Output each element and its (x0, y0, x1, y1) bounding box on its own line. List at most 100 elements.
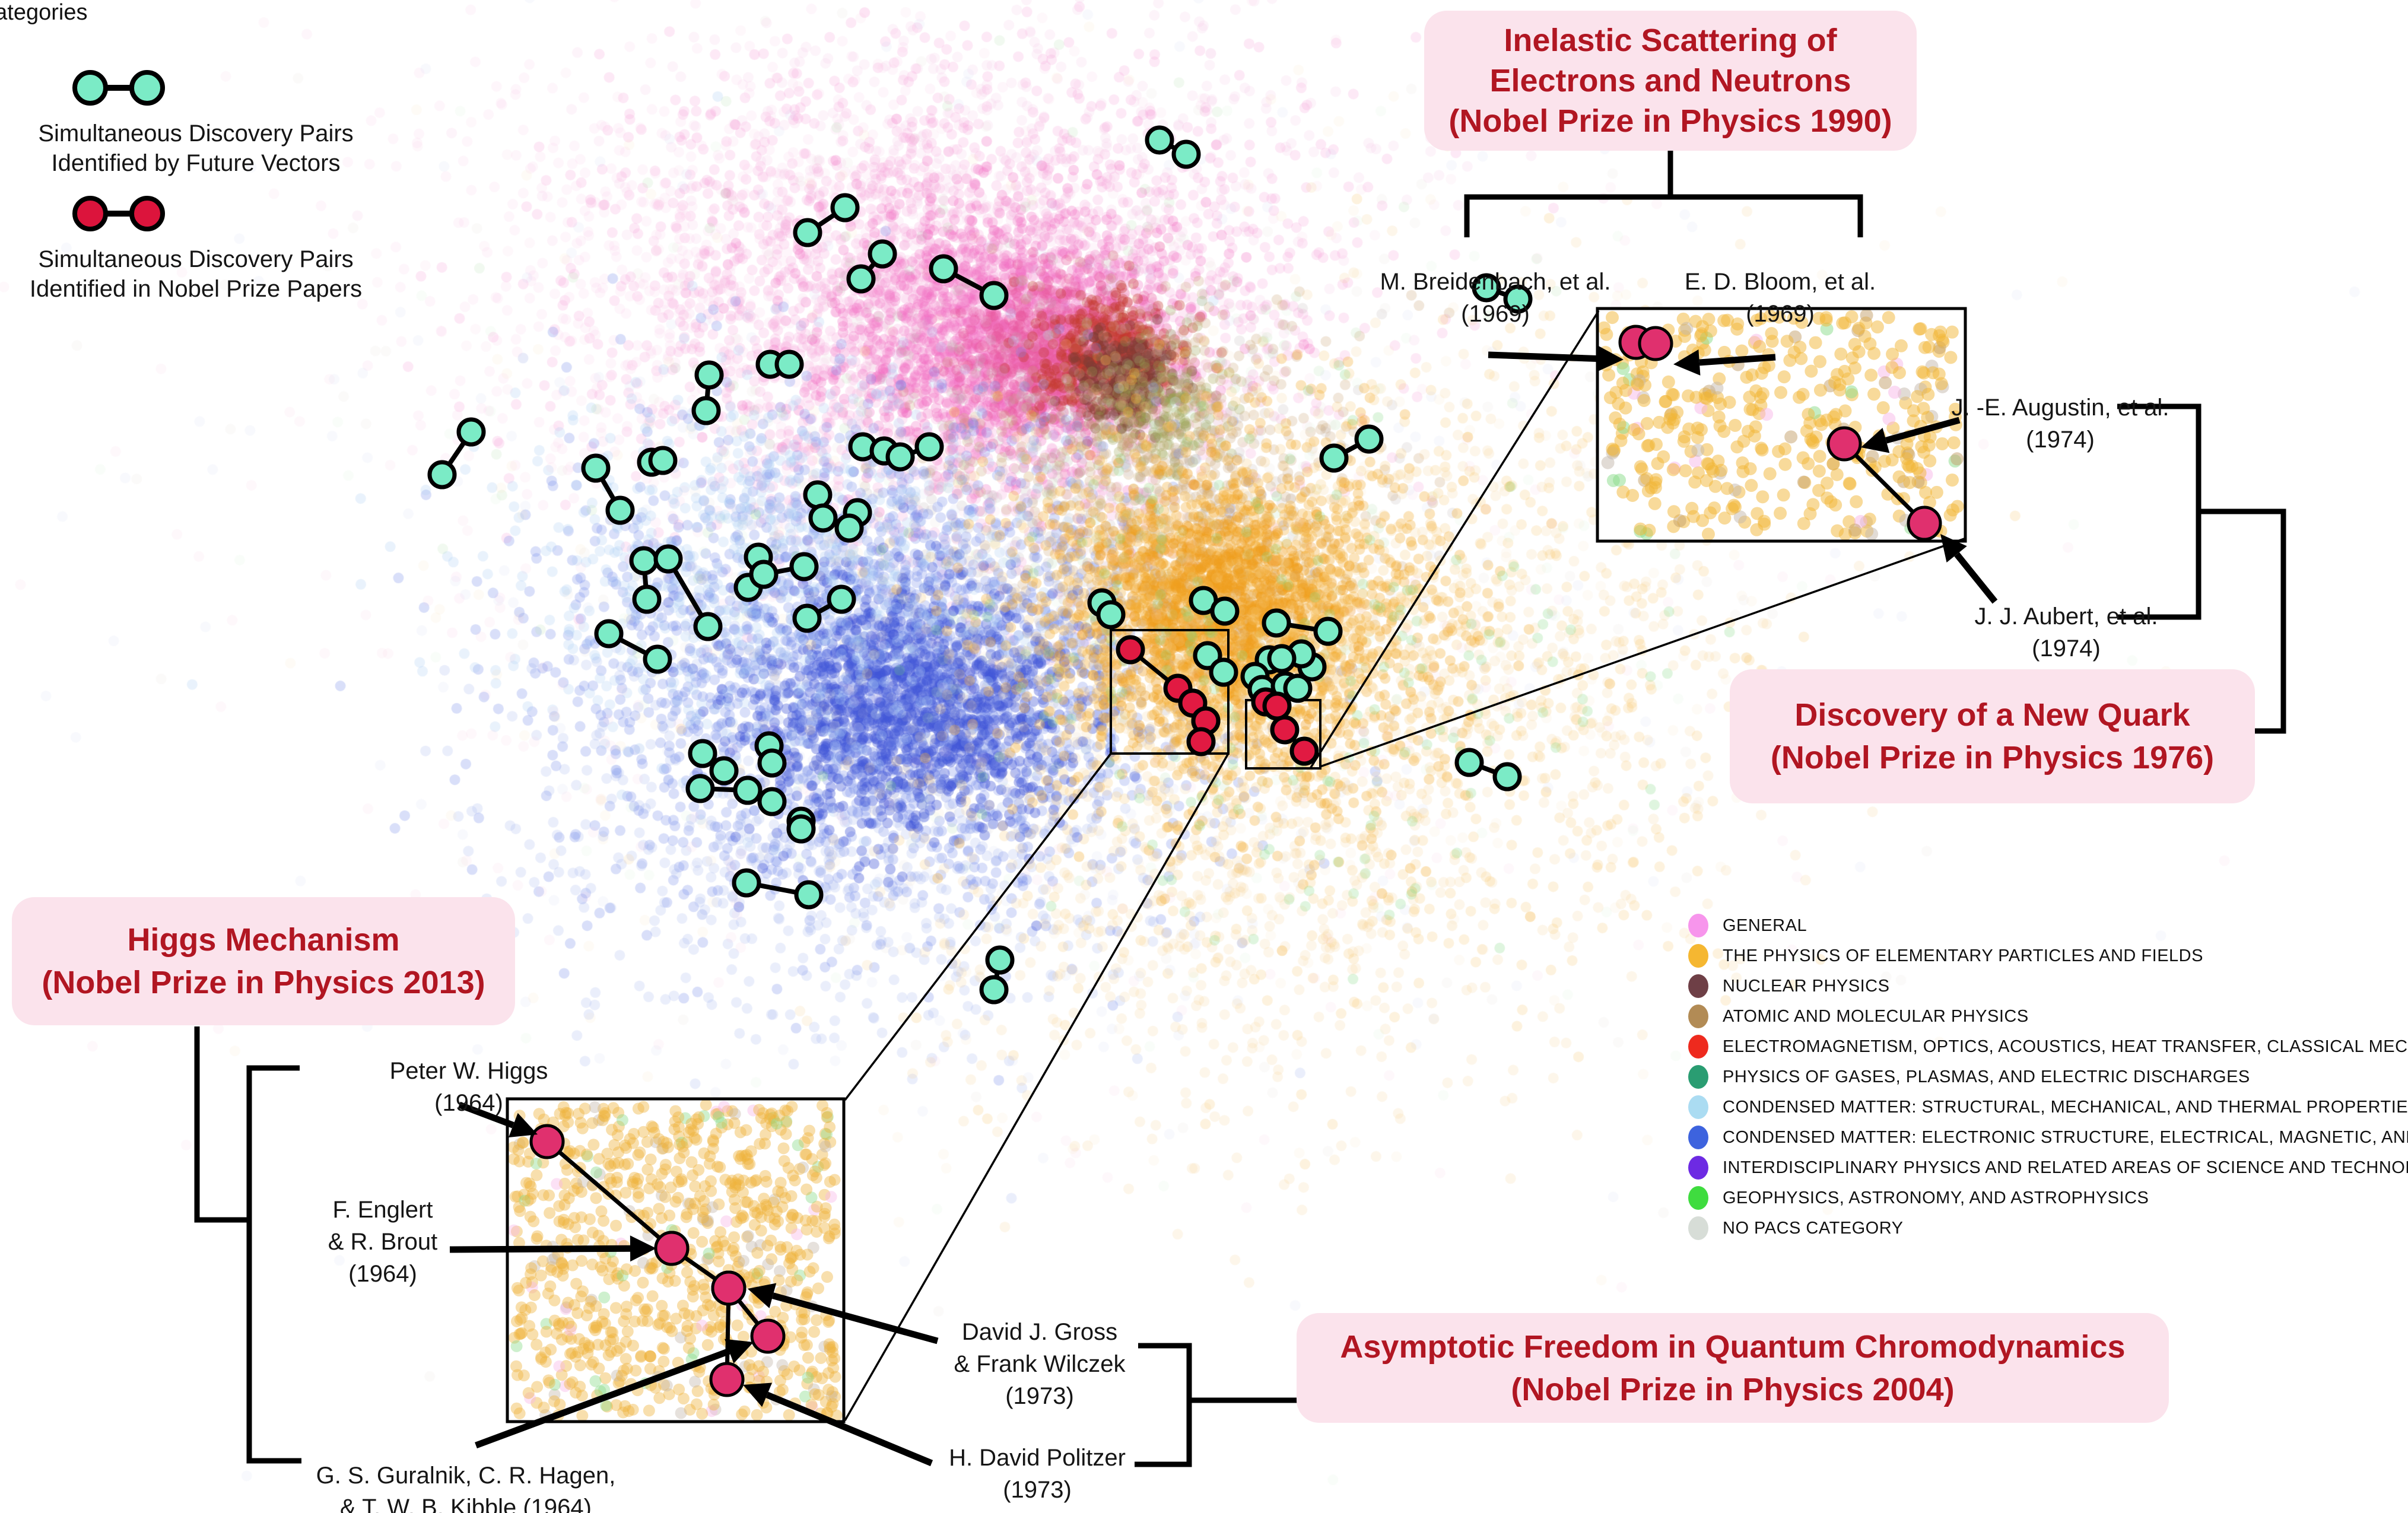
inset-speckle-dot (729, 1108, 741, 1120)
inset-speckle-dot (736, 1149, 748, 1162)
inset-speckle-dot (1826, 457, 1840, 471)
inset-speckle-dot (628, 1127, 640, 1140)
inset-speckle-dot (663, 1209, 676, 1222)
inset-speckle-dot (1772, 310, 1786, 324)
inset-speckle-dot (611, 1176, 623, 1188)
inset-speckle-dot (603, 1273, 615, 1285)
box-higgs-line2: (Nobel Prize in Physics 2013) (42, 965, 485, 1000)
inset-box-quark-zoom (1596, 307, 1967, 543)
inset-speckle-dot (1627, 423, 1641, 437)
inset-speckle-dot (728, 1193, 741, 1206)
inset-speckle-dot (553, 1200, 566, 1212)
inset-speckle-dot (1821, 476, 1834, 490)
inset-speckle-dot (628, 1315, 641, 1328)
inset-speckle-dot (557, 1213, 570, 1226)
inset-speckle-dot (628, 1171, 641, 1184)
inset-speckle-dot (704, 1321, 717, 1333)
inset-speckle-dot (818, 1188, 831, 1201)
inset-speckle-dot (575, 1290, 587, 1303)
inset-speckle-dot (773, 1110, 786, 1122)
inset-speckle-dot (751, 1267, 764, 1280)
inset-speckle-dot (1907, 404, 1920, 418)
inset-speckle-dot (593, 1362, 605, 1375)
inset-speckle-dot (697, 1213, 709, 1226)
inset-speckle-dot (1640, 417, 1654, 430)
inset-speckle-dot (760, 1175, 773, 1188)
inset-speckle-dot (772, 1215, 784, 1228)
annotation-arrow-head (1940, 534, 1967, 563)
inset-speckle-dot (570, 1387, 582, 1399)
inset-speckle-dot (729, 1181, 742, 1194)
future-pair-dot (793, 218, 822, 247)
inset-speckle-dot (693, 1365, 706, 1378)
inset-speckle-dot (824, 1341, 836, 1353)
inset-speckle-dot (660, 1137, 673, 1149)
inset-speckle-dot (555, 1234, 568, 1246)
inset-speckle-dot (627, 1137, 639, 1149)
inset-speckle-dot (1797, 517, 1810, 530)
inset-speckle-dot (713, 1255, 725, 1268)
inset-speckle-dot (523, 1320, 536, 1332)
inset-speckle-dot (797, 1161, 809, 1174)
inset-speckle-dot (522, 1387, 535, 1399)
inset-speckle-dot (761, 1204, 774, 1216)
inset-speckle-dot (670, 1165, 682, 1178)
inset-speckle-dot (539, 1346, 551, 1359)
inset-speckle-dot (659, 1159, 672, 1171)
pacs-item-label: ELECTROMAGNETISM, OPTICS, ACOUSTICS, HEA… (1723, 1037, 2408, 1056)
inset-speckle-dot (712, 1107, 725, 1120)
inset-speckle-dot (616, 1114, 628, 1126)
future-pair-dot (732, 868, 761, 898)
inset-speckle-dot (526, 1188, 539, 1200)
inset-speckle-dot (670, 1312, 682, 1325)
inset-speckle-dot (638, 1303, 650, 1315)
inset-speckle-dot (805, 1398, 818, 1411)
future-pair-dot (581, 453, 611, 483)
inset-speckle-dot (760, 1199, 772, 1211)
inset-speckle-dot (514, 1205, 526, 1218)
inset-speckle-dot (526, 1281, 538, 1293)
inset-speckle-dot (1613, 473, 1626, 487)
inset-speckle-dot (634, 1146, 646, 1159)
inset-speckle-dot (745, 1145, 757, 1158)
inset-speckle-dot (701, 1299, 714, 1311)
inset-speckle-dot (562, 1218, 574, 1231)
inset-speckle-dot (779, 1192, 792, 1204)
inset-speckle-dot (812, 1161, 824, 1173)
inset-speckle-dot (576, 1390, 588, 1402)
inset-speckle-dot (663, 1321, 676, 1334)
inset-speckle-dot (811, 1314, 823, 1327)
inset-speckle-dot (1830, 468, 1844, 481)
inset-speckle-dot (570, 1177, 583, 1190)
inset-speckle-dot (656, 1142, 669, 1155)
inset-speckle-dot (679, 1112, 691, 1124)
inset-speckle-dot (569, 1350, 582, 1363)
inset-speckle-dot (1828, 376, 1842, 389)
inset-speckle-dot (743, 1372, 755, 1384)
inset-speckle-dot (800, 1223, 813, 1236)
inset-speckle-dot (586, 1293, 598, 1306)
inset-speckle-dot (812, 1389, 825, 1401)
inset-speckle-dot (637, 1276, 649, 1289)
inset-speckle-dot (632, 1191, 644, 1203)
inset-speckle-dot (751, 1272, 763, 1284)
future-pair-dot (846, 264, 876, 294)
inset-speckle-dot (630, 1294, 642, 1307)
inset-speckle-dot (733, 1150, 745, 1162)
inset-speckle-dot (1878, 454, 1891, 468)
inset-speckle-dot (606, 1255, 619, 1267)
inset-speckle-dot (745, 1346, 758, 1358)
inset-speckle-dot (748, 1219, 761, 1231)
inset-speckle-dot (586, 1117, 599, 1129)
inset-speckle-dot (572, 1346, 584, 1359)
legend-future-pair-icon-dot (72, 70, 108, 106)
inset-speckle-dot (539, 1356, 552, 1368)
inset-speckle-dot (598, 1215, 610, 1227)
inset-speckle-dot (557, 1120, 570, 1133)
inset-speckle-dot (704, 1150, 716, 1162)
inset-speckle-dot (735, 1212, 747, 1225)
inset-speckle-dot (657, 1142, 669, 1155)
inset-speckle-dot (614, 1375, 626, 1388)
inset-speckle-dot (644, 1350, 656, 1362)
inset-speckle-dot (599, 1253, 612, 1265)
